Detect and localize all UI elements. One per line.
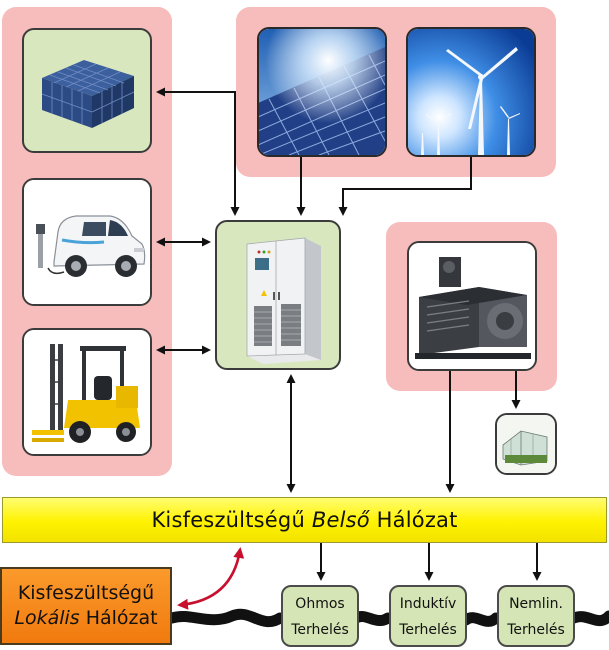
battery-tile — [22, 28, 152, 153]
local-grid-line1: Kisfeszültségű — [17, 582, 155, 604]
wind-turbine-photo — [408, 29, 534, 155]
electric-van-icon — [24, 180, 150, 304]
ev-tile — [22, 178, 152, 306]
local-grid-line2: Lokális Hálózat — [2, 606, 170, 631]
greenhouse-tile — [495, 413, 557, 475]
bus-label-prefix: Kisfeszültségű — [151, 508, 312, 532]
load-inductive-line2: Terhelés — [399, 622, 457, 638]
load-inductive-line1: Induktív — [399, 596, 457, 612]
internal-bus-bar: Kisfeszültségű Belső Hálózat — [2, 497, 607, 543]
load-ohmic-line2: Terhelés — [291, 622, 349, 638]
battery-pack-icon — [41, 60, 135, 128]
arrow-local-bus — [177, 547, 245, 610]
local-grid-rest: Hálózat — [79, 607, 158, 629]
load-ohmic: Ohmos Terhelés — [281, 585, 359, 647]
ground-stroke — [166, 608, 609, 628]
diesel-generator-icon — [409, 243, 535, 369]
forklift-icon — [24, 330, 150, 454]
inverter-tile — [215, 220, 341, 370]
load-nonlinear: Nemlin. Terhelés — [497, 585, 575, 647]
load-inductive: Induktív Terhelés — [389, 585, 467, 647]
solar-photo-tile — [257, 27, 387, 157]
solar-panel-photo — [259, 29, 385, 155]
local-grid-box: Kisfeszültségű Lokális Hálózat — [0, 567, 172, 645]
wind-photo-tile — [406, 27, 536, 157]
bus-label-emph: Belső — [311, 508, 370, 532]
forklift-tile — [22, 328, 152, 456]
local-grid-emph: Lokális — [14, 607, 80, 629]
inverter-cabinet-icon — [246, 237, 321, 364]
arrow-battery-inverter — [156, 87, 240, 216]
load-ohmic-line1: Ohmos — [295, 596, 345, 612]
arrow-wind-inverter — [338, 157, 472, 216]
load-nonlinear-line1: Nemlin. — [509, 596, 563, 612]
bus-label-suffix: Hálózat — [369, 508, 458, 532]
greenhouse-icon — [497, 415, 555, 473]
load-nonlinear-line2: Terhelés — [507, 622, 565, 638]
generator-tile — [407, 241, 537, 371]
